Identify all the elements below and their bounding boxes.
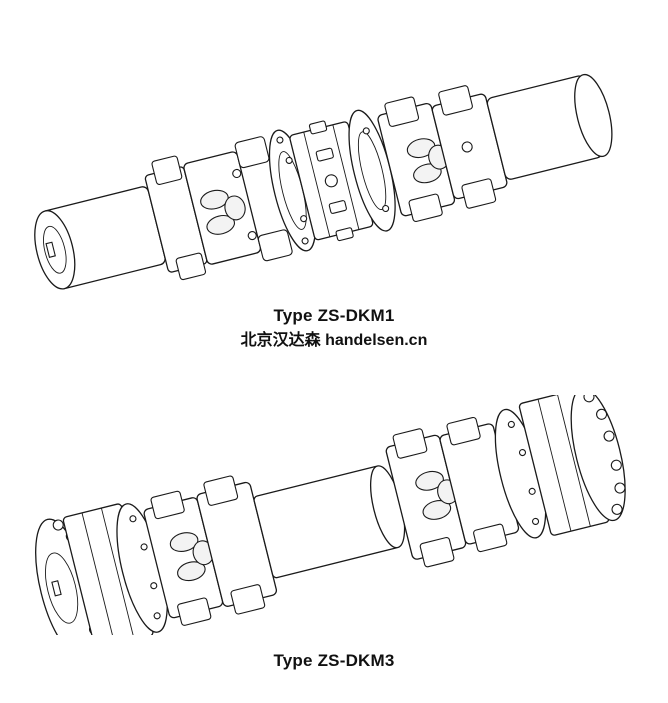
right-bolted-flange [494,395,626,539]
coupling-drawing-dkm1 [0,60,668,290]
figure2-caption: Type ZS-DKM3 [0,651,668,671]
left-jaw-section [144,136,293,281]
right-flange [348,109,396,232]
right-jaw-section [377,85,508,223]
left-hub [34,185,167,290]
spacer-tube [253,465,406,579]
figure2-title: Type ZS-DKM3 [273,651,395,670]
coupling-drawing-dkm3 [0,395,668,635]
figure1-caption: Type ZS-DKM1 北京汉达森 handelsen.cn [0,306,668,350]
left-jaw-section [143,475,278,626]
figure1-subtitle: 北京汉达森 handelsen.cn [240,332,428,349]
left-bolted-flange [35,503,168,635]
figure1-title: Type ZS-DKM1 [273,306,395,325]
right-hub [486,73,613,180]
